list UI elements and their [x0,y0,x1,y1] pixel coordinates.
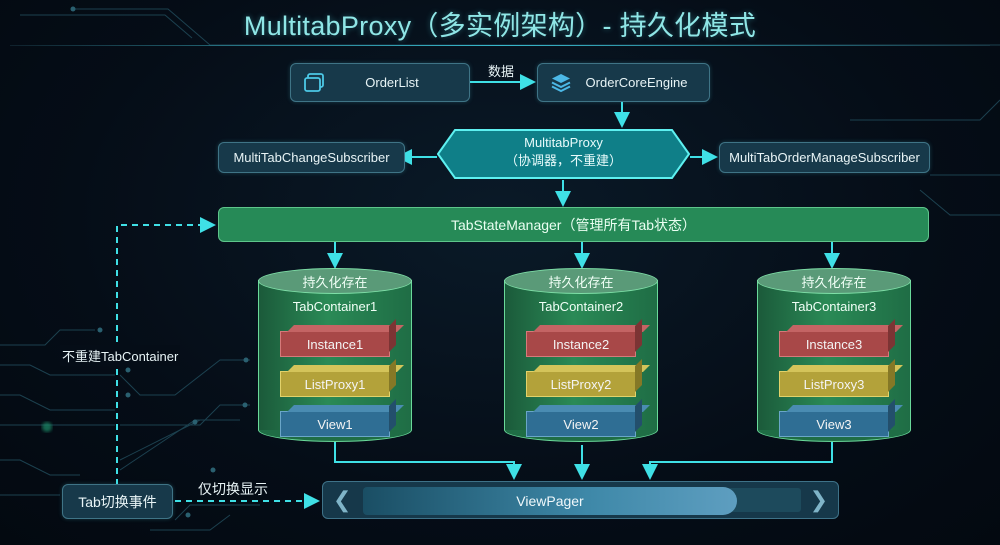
order-list-node[interactable]: OrderList [290,63,470,102]
switch-display-label: 仅切换显示 [198,481,268,497]
data-edge-label: 数据 [488,64,515,79]
chevron-right-icon[interactable]: ❯ [809,487,828,512]
list-proxy-block[interactable]: ListProxy2 [526,371,636,397]
layers-icon [551,74,571,93]
tab-container-name: TabContainer3 [791,299,877,314]
multitab-proxy-subtitle: （协调器，不重建） [504,153,622,168]
list-proxy-block[interactable]: ListProxy3 [779,371,889,397]
list-proxy-block[interactable]: ListProxy1 [280,371,390,397]
order-core-engine-node[interactable]: OrderCoreEngine [537,63,710,102]
tab-container-3[interactable]: 持久化存在 TabContainer3 Instance3 ListProxy3… [757,268,911,442]
view-block[interactable]: View2 [526,411,636,437]
view-pager-page[interactable]: ViewPager [363,487,737,515]
instance-label: Instance1 [306,336,364,352]
persist-label: 持久化存在 [504,268,658,294]
view-block[interactable]: View3 [779,411,889,437]
no-rebuild-label: 不重建TabContainer [60,345,181,366]
page-title: MultitabProxy（多实例架构）- 持久化模式 [243,11,757,41]
tab-container-name: TabContainer1 [292,299,378,314]
multitab-proxy-text: MultitabProxy （协调器，不重建） [437,134,690,170]
view-pager[interactable]: ViewPager ❮ ❯ [322,481,839,519]
tab-state-manager-label: TabStateManager（管理所有Tab状态） [450,216,697,233]
tab-switch-event-node[interactable]: Tab切换事件 [62,484,173,519]
instance-block[interactable]: Instance2 [526,331,636,357]
multitab-order-manage-subscriber-node[interactable]: MultiTabOrderManageSubscriber [719,142,930,173]
persist-label: 持久化存在 [258,268,412,294]
tab-switch-event-label: Tab切换事件 [78,493,157,510]
view-label: View1 [317,416,353,432]
tab-container-name: TabContainer2 [538,299,624,314]
order-core-engine-label: OrderCoreEngine [585,75,688,90]
list-proxy-label: ListProxy2 [550,376,612,392]
view-block[interactable]: View1 [280,411,390,437]
multitab-proxy-hexagon[interactable] [437,129,690,179]
tab-container-2[interactable]: 持久化存在 TabContainer2 Instance2 ListProxy2… [504,268,658,442]
instance-block[interactable]: Instance3 [779,331,889,357]
view-label: View3 [816,416,852,432]
order-list-label: OrderList [365,75,419,90]
list-proxy-label: ListProxy1 [304,376,366,392]
list-proxy-label: ListProxy3 [803,376,865,392]
tab-state-manager-node[interactable]: TabStateManager（管理所有Tab状态） [218,207,929,242]
instance-block[interactable]: Instance1 [280,331,390,357]
view-pager-label: ViewPager [516,493,584,509]
persist-label: 持久化存在 [757,268,911,294]
multitab-change-subscriber-node[interactable]: MultiTabChangeSubscriber [218,142,405,173]
multitab-proxy-title: MultitabProxy [524,135,603,150]
tab-container-1[interactable]: 持久化存在 TabContainer1 Instance1 ListProxy1… [258,268,412,442]
multitab-change-subscriber-label: MultiTabChangeSubscriber [233,150,390,165]
view-label: View2 [563,416,599,432]
window-icon [304,73,324,92]
instance-label: Instance2 [552,336,610,352]
instance-label: Instance3 [805,336,863,352]
title-underline [10,45,990,46]
chevron-left-icon[interactable]: ❮ [333,487,352,512]
multitab-order-manage-subscriber-label: MultiTabOrderManageSubscriber [729,150,920,165]
